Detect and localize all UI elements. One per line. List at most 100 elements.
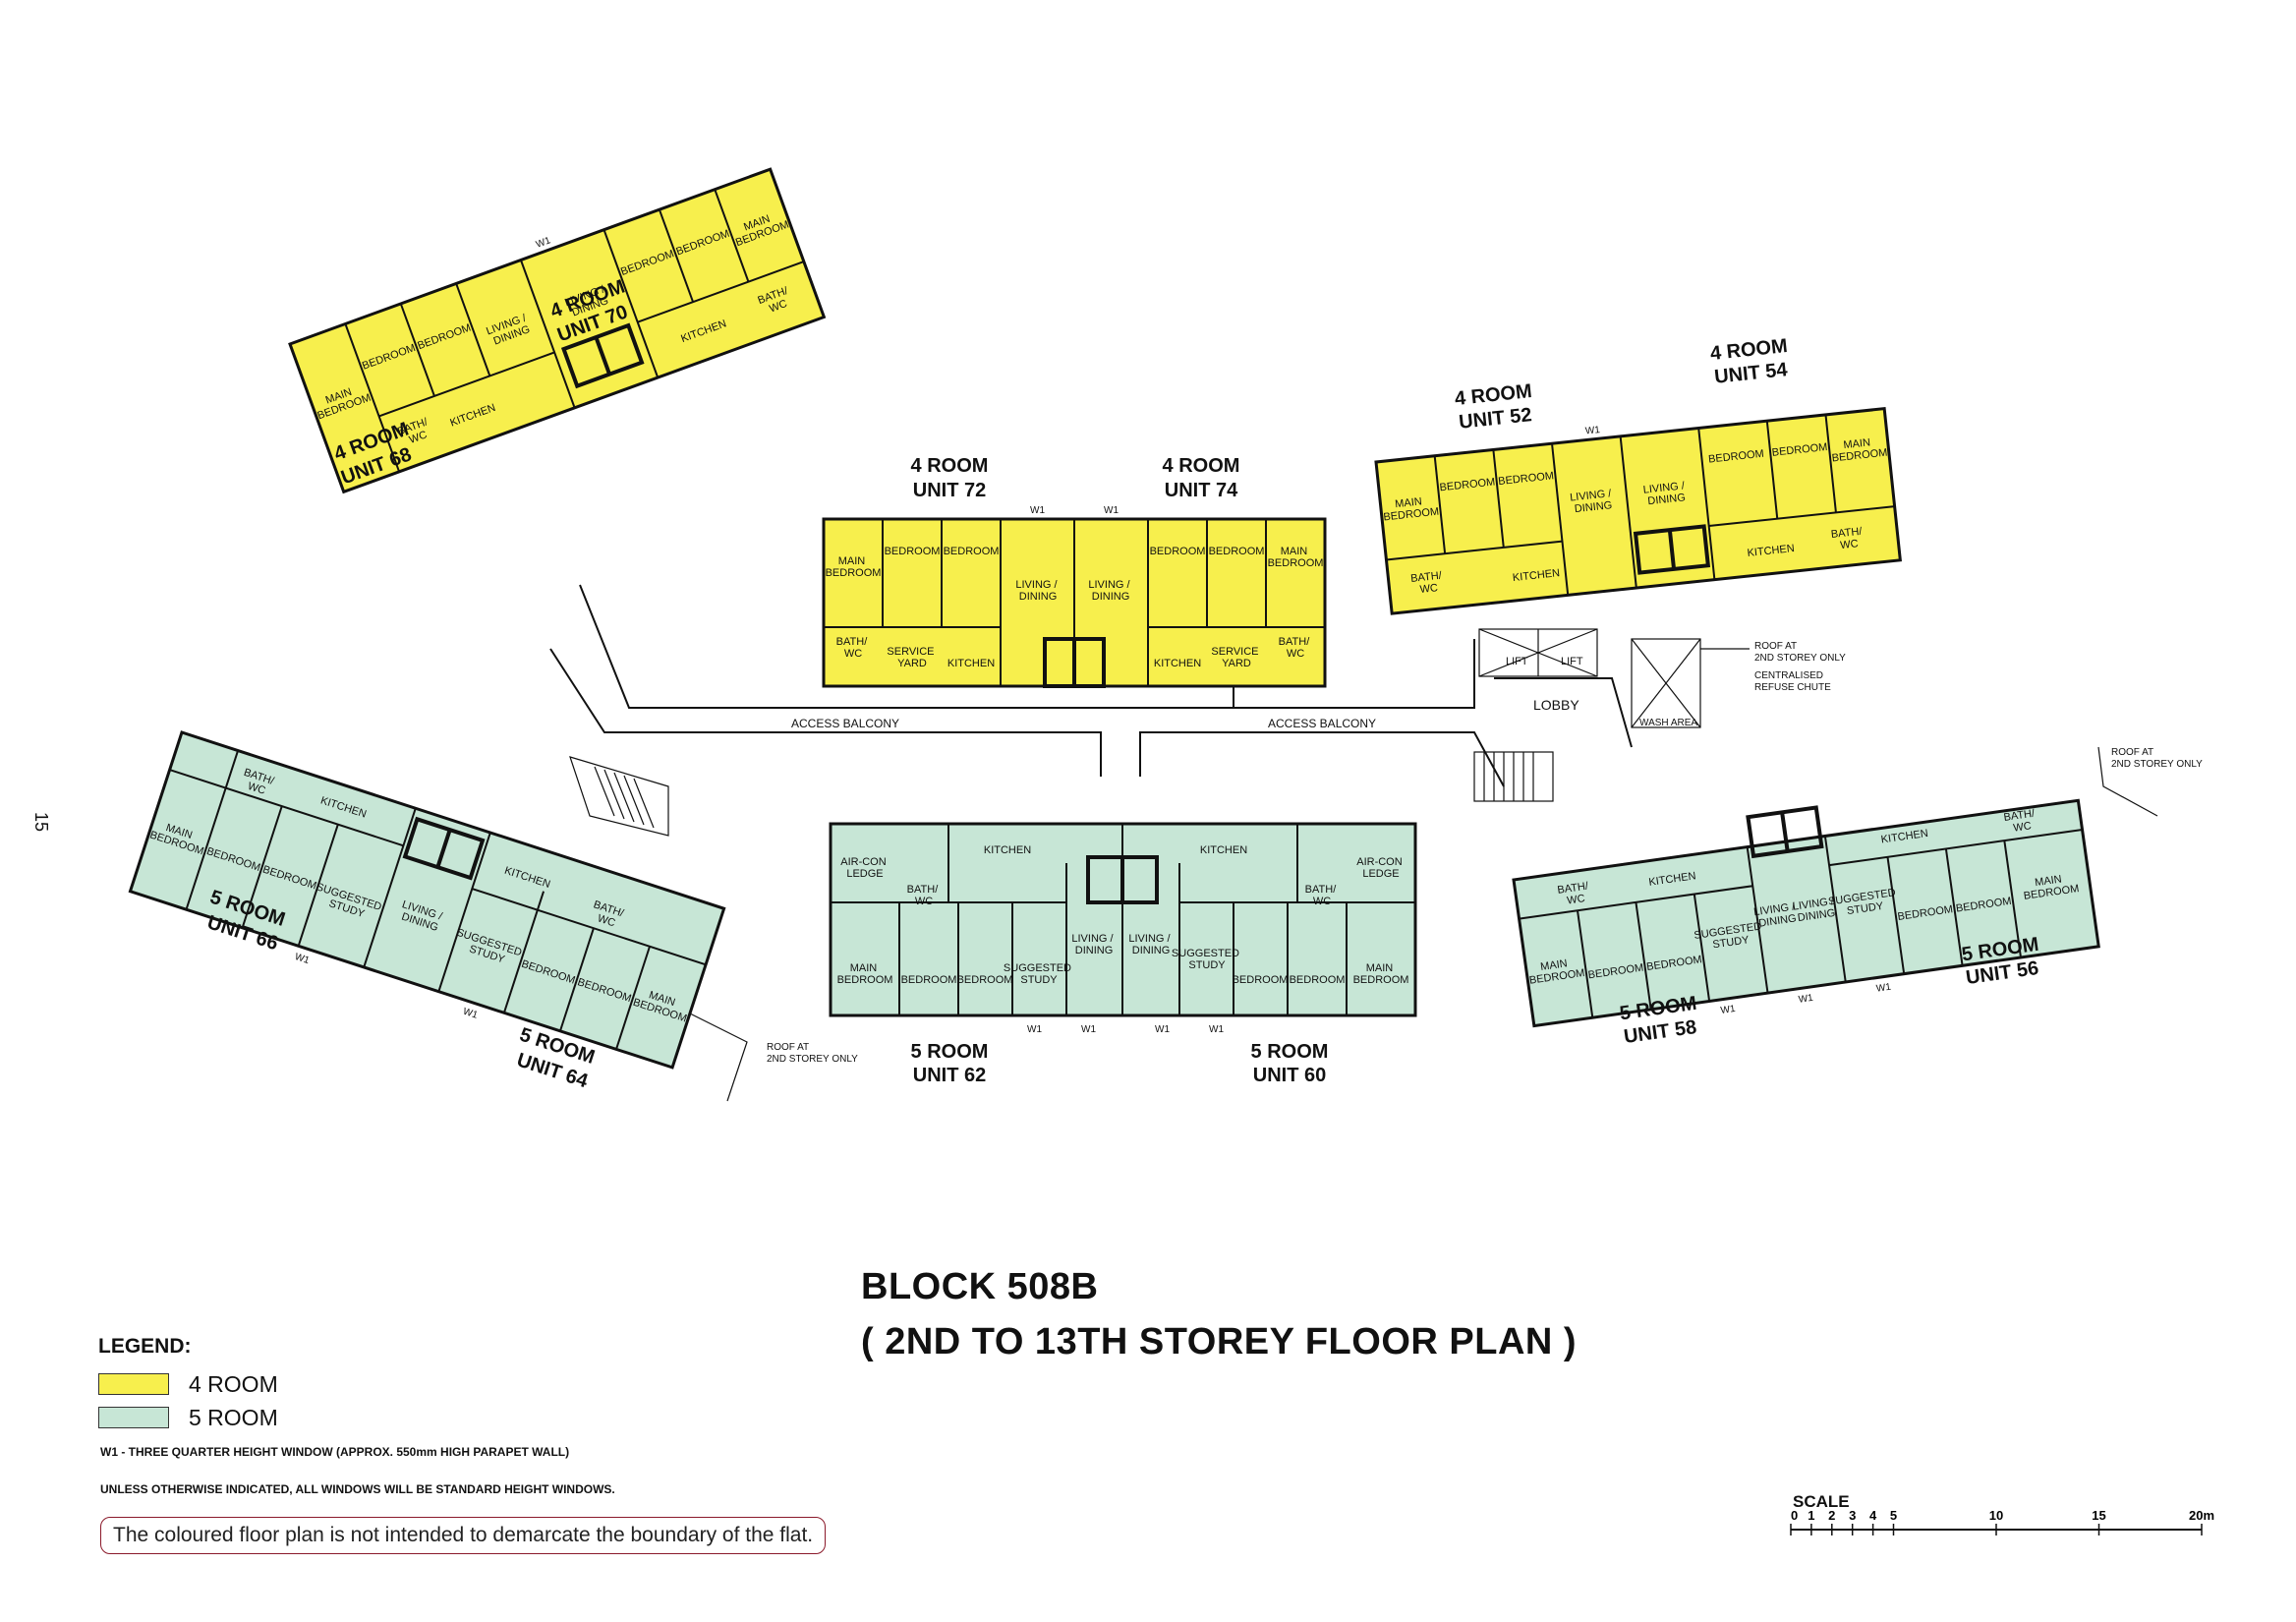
svg-text:MAIN BEDROOM: MAIN BEDROOM — [1353, 962, 1409, 986]
room-main-bedroom: MAIN — [1395, 495, 1423, 510]
room-bath: BATH/ — [836, 636, 869, 648]
room-kitchen: KITCHEN — [1154, 658, 1201, 669]
scale-tick-label: 3 — [1849, 1508, 1856, 1523]
room-bedroom: BEDROOM — [957, 974, 1013, 986]
svg-text:LIVING / DINING: LIVING / DINING — [1071, 933, 1116, 956]
room-bath: WC — [844, 648, 862, 660]
lift-label-1: LIFT — [1506, 656, 1528, 667]
note-w1: W1 - THREE QUARTER HEIGHT WINDOW (APPROX… — [100, 1445, 570, 1459]
scale-tick-label: 15 — [2092, 1508, 2105, 1523]
room-living-dining: LIVING / — [1792, 896, 1835, 913]
scale-tick-label: 1 — [1808, 1508, 1814, 1523]
window-w1: W1 — [1584, 425, 1601, 437]
room-main-bedroom: BEDROOM — [837, 974, 893, 986]
scale-tick-label: 4 — [1869, 1508, 1877, 1523]
room-living-dining: LIVING / — [1071, 933, 1114, 945]
room-living-dining: DINING — [1132, 945, 1171, 956]
window-w1: W1 — [1720, 1004, 1737, 1016]
room-main-bedroom: MAIN — [1281, 546, 1308, 557]
wash-area-label: WASH AREA — [1639, 718, 1697, 728]
legend-heading: LEGEND: — [98, 1335, 192, 1358]
roof-note-left-2: 2ND STOREY ONLY — [767, 1054, 858, 1065]
unit-74-number: UNIT 74 — [1165, 480, 1238, 501]
room-bath: WC — [2013, 820, 2033, 834]
page-number: 15 — [31, 812, 51, 833]
svg-text:LIVING / DINING: LIVING / DINING — [1015, 579, 1060, 603]
svg-text:LIVING / DINING: LIVING / DINING — [1753, 900, 1801, 930]
room-suggested-study: SUGGESTED — [1004, 962, 1071, 974]
room-main-bedroom: MAIN — [1366, 962, 1394, 974]
wing-upper-right: MAIN BEDROOM BEDROOM BEDROOM LIVING / DI… — [1374, 406, 1903, 615]
wing-lower-middle: MAIN BEDROOM BEDROOM BEDROOM SUGGESTED S… — [829, 822, 1417, 1035]
room-bedroom: BEDROOM — [1498, 470, 1555, 488]
room-bath: WC — [408, 429, 429, 446]
room-living-dining: LIVING / — [1753, 900, 1797, 918]
room-service-yard: SERVICE — [887, 646, 934, 658]
room-kitchen: KITCHEN — [1747, 543, 1795, 559]
room-living-dining: DINING — [1019, 591, 1058, 603]
svg-text:AIR-CON LEDGE: AIR-CON LEDGE — [1356, 856, 1406, 880]
refuse-chute-1: CENTRALISED — [1754, 670, 1823, 681]
window-w1: W1 — [1027, 1024, 1042, 1035]
scale-tick-label: 2 — [1828, 1508, 1835, 1523]
access-corridors: LIFT LIFT LOBBY WASH AREA ROOF AT 2ND ST… — [549, 584, 2203, 1102]
room-bath: WC — [1287, 648, 1304, 660]
room-suggested-study: STUDY — [1846, 900, 1884, 917]
svg-text:BATH/ WC: BATH/ WC — [1279, 636, 1313, 660]
unit-72-type: 4 ROOM — [911, 455, 989, 477]
room-living-dining: DINING — [1092, 591, 1130, 603]
svg-text:MAIN BEDROOM: MAIN BEDROOM — [1382, 494, 1440, 524]
room-bath: WC — [246, 781, 266, 797]
room-main-bedroom: BEDROOM — [1831, 447, 1888, 465]
unit-72-number: UNIT 72 — [913, 480, 986, 501]
svg-text:SUGGESTED STUDY: SUGGESTED STUDY — [1172, 948, 1242, 971]
svg-text:BATH/ WC: BATH/ WC — [836, 636, 871, 660]
window-w1: W1 — [1081, 1024, 1096, 1035]
svg-text:BATH/ WC: BATH/ WC — [1830, 525, 1866, 551]
room-bath: WC — [1419, 582, 1439, 596]
room-main-bedroom: BEDROOM — [1353, 974, 1409, 986]
lobby-label: LOBBY — [1533, 697, 1579, 713]
room-main-bedroom: MAIN — [2034, 873, 2062, 889]
window-w1: W1 — [1030, 505, 1045, 516]
roof-note-top-2: 2ND STOREY ONLY — [1754, 653, 1846, 664]
window-w1: W1 — [1875, 982, 1892, 995]
svg-text:MAIN BEDROOM: MAIN BEDROOM — [837, 962, 893, 986]
scale-tick-label: 0 — [1791, 1508, 1798, 1523]
room-bath: WC — [768, 298, 788, 316]
room-main-bedroom: BEDROOM — [1383, 506, 1440, 524]
room-kitchen: KITCHEN — [1512, 567, 1560, 584]
window-w1: W1 — [462, 1007, 480, 1021]
room-main-bedroom: MAIN — [1540, 957, 1569, 973]
legend-label: 5 ROOM — [189, 1404, 278, 1430]
legend-item-5room: 5 ROOM — [98, 1404, 278, 1430]
page-subtitle: ( 2ND TO 13TH STOREY FLOOR PLAN ) — [861, 1321, 1578, 1362]
room-kitchen: KITCHEN — [1200, 844, 1247, 856]
room-main-bedroom: MAIN — [850, 962, 878, 974]
svg-text:BATH/ WC: BATH/ WC — [1410, 569, 1447, 596]
scale-tick-label: 5 — [1890, 1508, 1897, 1523]
lift-label-2: LIFT — [1561, 656, 1583, 667]
room-bedroom: BEDROOM — [1708, 448, 1765, 466]
roof-note-top-1: ROOF AT — [1754, 641, 1797, 652]
svg-text:BATH/ WC: BATH/ WC — [2003, 807, 2040, 836]
room-bath: BATH/ — [1305, 884, 1338, 896]
svg-text:MAIN BEDROOM: MAIN BEDROOM — [826, 555, 882, 579]
room-aircon-ledge: AIR-CON — [1356, 856, 1403, 868]
room-living-dining: LIVING / — [1642, 480, 1686, 495]
window-w1: W1 — [1209, 1024, 1224, 1035]
room-living-dining: LIVING / — [1570, 488, 1613, 503]
room-living-dining: LIVING / — [1015, 579, 1058, 591]
svg-text:SERVICE YARD: SERVICE YARD — [887, 646, 937, 669]
room-bedroom: BEDROOM — [1290, 974, 1346, 986]
svg-text:SERVICE YARD: SERVICE YARD — [1211, 646, 1261, 669]
access-balcony-left: ACCESS BALCONY — [791, 717, 899, 730]
wing-lower-right: MAIN BEDROOM BEDROOM BEDROOM SUGGESTED S… — [1512, 798, 2100, 1028]
room-aircon-ledge: LEDGE — [846, 868, 883, 880]
svg-text:MAIN BEDROOM: MAIN BEDROOM — [1268, 546, 1324, 569]
room-living-dining: DINING — [1647, 492, 1687, 507]
room-bath: BATH/ — [1830, 526, 1864, 541]
unit-60-number: UNIT 60 — [1253, 1065, 1326, 1086]
